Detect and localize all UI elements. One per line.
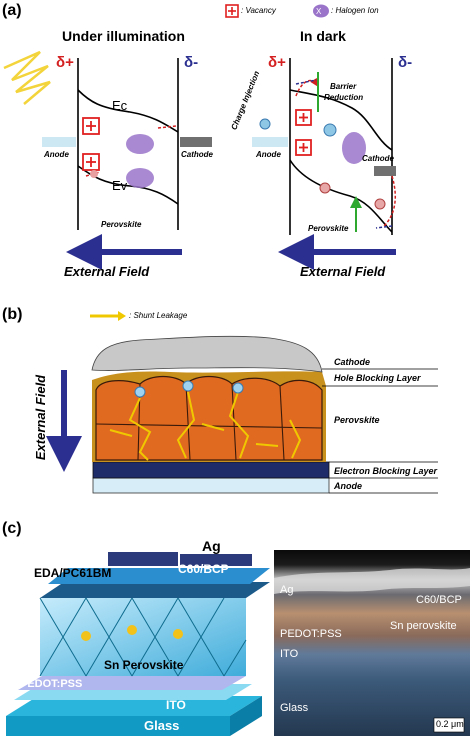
cation-icon bbox=[127, 625, 137, 635]
cathode-electrode bbox=[374, 166, 396, 176]
device-schematic-3d bbox=[6, 552, 270, 736]
left-band-diagram bbox=[3, 50, 212, 230]
right-band-diagram bbox=[252, 58, 397, 235]
vacancy-icon bbox=[295, 109, 312, 126]
ag-electrode bbox=[180, 554, 252, 566]
schematic-c60-bcp-label: C60/BCP bbox=[178, 562, 229, 576]
svg-text:X: X bbox=[316, 7, 322, 16]
left-cathode-label: Cathode bbox=[181, 150, 213, 159]
vacancy-icon bbox=[82, 153, 100, 171]
sunlight-icon bbox=[3, 50, 51, 105]
schematic-eda-pcbm-label: EDA/PC61BM bbox=[34, 566, 112, 580]
conduction-band-curve bbox=[77, 89, 179, 133]
shunt-leakage-legend-icon bbox=[90, 311, 126, 321]
halogen-ion-icon bbox=[126, 168, 154, 188]
ev-label: Ev bbox=[112, 178, 128, 193]
halogen-legend-label: : Halogen Ion bbox=[331, 6, 379, 15]
eda-pcbm-layer bbox=[40, 582, 270, 598]
right-title: In dark bbox=[300, 28, 346, 44]
perovskite-grains bbox=[95, 375, 323, 461]
right-perovskite-label: Perovskite bbox=[308, 224, 349, 233]
left-anode-label: Anode bbox=[44, 150, 69, 159]
hole-icon bbox=[319, 182, 331, 194]
right-delta-plus: δ+ bbox=[268, 54, 286, 71]
pedot-layer bbox=[18, 676, 246, 690]
conduction-band-curve bbox=[289, 89, 393, 151]
cathode-layer-label: Cathode bbox=[334, 357, 370, 367]
sem-sn-perovskite-label: Sn perovskite bbox=[390, 620, 457, 632]
cation-icon bbox=[173, 629, 183, 639]
electron-icon bbox=[182, 380, 194, 392]
right-delta-minus: δ- bbox=[398, 54, 413, 71]
schematic-ito-label: ITO bbox=[166, 698, 186, 712]
ec-label: Ec bbox=[112, 98, 128, 113]
left-title: Under illumination bbox=[62, 28, 185, 44]
anode-layer bbox=[92, 477, 330, 494]
panel-b-external-field-label: External Field bbox=[33, 374, 49, 461]
right-cathode-label: Cathode bbox=[362, 154, 394, 163]
schematic-sn-perovskite-label: Sn Perovskite bbox=[104, 658, 184, 672]
sem-ito-label: ITO bbox=[280, 648, 299, 660]
panel-label-c: (c) bbox=[2, 520, 22, 537]
left-delta-minus: δ- bbox=[184, 54, 199, 71]
anode-layer-label: Anode bbox=[334, 481, 362, 491]
perovskite-layer-label: Perovskite bbox=[334, 415, 380, 425]
schematic-glass-label: Glass bbox=[144, 718, 180, 733]
cation-icon bbox=[81, 631, 91, 641]
shunt-leakage-legend-label: : Shunt Leakage bbox=[129, 311, 188, 320]
device-stack-diagram bbox=[91, 335, 438, 494]
scale-bar bbox=[433, 717, 465, 733]
anode-electrode bbox=[252, 137, 288, 147]
sem-cross-section bbox=[274, 550, 470, 736]
c60-bcp-layer bbox=[48, 568, 270, 584]
panel-label-b: (b) bbox=[2, 306, 23, 323]
left-external-field-label: External Field bbox=[64, 264, 150, 279]
perovskite-crystal-layer bbox=[40, 598, 246, 676]
panel-label-a: (a) bbox=[2, 2, 22, 19]
sem-glass-label: Glass bbox=[280, 702, 309, 714]
barrier-reduction-label-line1: Barrier bbox=[330, 82, 357, 91]
glass-layer bbox=[6, 696, 262, 716]
vacancy-icon bbox=[82, 117, 100, 135]
valence-band-curve bbox=[289, 159, 393, 233]
sem-c60-bcp-label: C60/BCP bbox=[416, 594, 462, 606]
electron-icon bbox=[232, 382, 244, 394]
electron-blocking-layer-label: Electron Blocking Layer bbox=[334, 466, 438, 476]
vacancy-icon bbox=[295, 139, 312, 156]
halogen-ion-icon bbox=[126, 134, 154, 154]
halogen-ion-legend-icon: X bbox=[313, 4, 329, 18]
electron-icon bbox=[259, 118, 271, 130]
schematic-ag-label: Ag bbox=[202, 538, 221, 554]
halogen-ion-icon bbox=[342, 132, 366, 164]
electron-icon bbox=[134, 386, 146, 398]
cathode-electrode bbox=[180, 137, 212, 147]
sem-ag-label: Ag bbox=[280, 584, 294, 596]
left-perovskite-label: Perovskite bbox=[101, 220, 142, 229]
electron-blocking-layer bbox=[92, 461, 330, 479]
shunt-leakage-paths bbox=[109, 391, 302, 461]
barrier-reduction-label-line2: Reduction bbox=[324, 93, 364, 102]
vacancy-legend-label: : Vacancy bbox=[241, 6, 276, 15]
left-delta-plus: δ+ bbox=[56, 54, 74, 71]
right-anode-label: Anode bbox=[256, 150, 281, 159]
hole-icon bbox=[374, 198, 386, 210]
electron-icon bbox=[323, 123, 337, 137]
sem-pedot-label: PEDOT:PSS bbox=[280, 628, 342, 640]
anode-electrode bbox=[42, 137, 76, 147]
hole-blocking-layer-label: Hole Blocking Layer bbox=[334, 373, 421, 383]
vacancy-legend-icon bbox=[225, 4, 239, 18]
scale-bar-label: 0.2 μm bbox=[436, 719, 464, 729]
cathode-layer bbox=[91, 335, 323, 373]
schematic-pedot-label: PEDOT:PSS bbox=[20, 678, 83, 690]
right-external-field-label: External Field bbox=[300, 264, 386, 279]
ag-electrode bbox=[108, 552, 178, 566]
